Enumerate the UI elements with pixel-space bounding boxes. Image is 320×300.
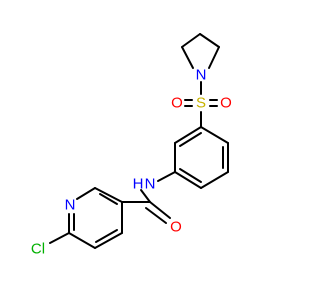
atom-n-pyridine: N	[65, 197, 76, 214]
atom-chlorine: Cl	[31, 241, 45, 258]
atom-h-amide: H	[133, 176, 144, 193]
structure-diagram: N S O O N H O N Cl	[31, 33, 232, 258]
bond	[179, 168, 202, 183]
atom-oxygen-carbonyl: O	[170, 219, 182, 236]
atom-n-pyrrolidine: N	[196, 67, 207, 84]
bond	[140, 189, 151, 203]
bond	[179, 132, 202, 147]
atom-oxygen-sulfonyl-left: O	[171, 95, 183, 112]
bond	[157, 171, 176, 182]
atom-labels: N S O O N H O N Cl	[31, 67, 232, 258]
bond	[94, 187, 123, 203]
bond	[174, 126, 202, 144]
bond	[181, 46, 194, 69]
bond	[181, 33, 201, 48]
bond	[76, 187, 96, 200]
molecule-drawing: N S O O N H O N Cl	[31, 33, 232, 258]
bond	[49, 232, 70, 244]
bond	[200, 171, 229, 189]
atom-n-amide: N	[145, 176, 156, 193]
bond	[149, 201, 171, 219]
bond	[94, 232, 123, 249]
atom-oxygen-sulfonyl-right: O	[220, 95, 232, 112]
bond	[200, 126, 229, 144]
bond	[95, 229, 118, 243]
bond	[208, 46, 220, 69]
bond	[199, 33, 220, 48]
atom-sulfur: S	[196, 95, 206, 112]
bond	[145, 207, 167, 224]
bonds	[49, 33, 229, 249]
bond	[174, 171, 202, 189]
bond	[68, 232, 96, 249]
bond	[99, 193, 118, 205]
